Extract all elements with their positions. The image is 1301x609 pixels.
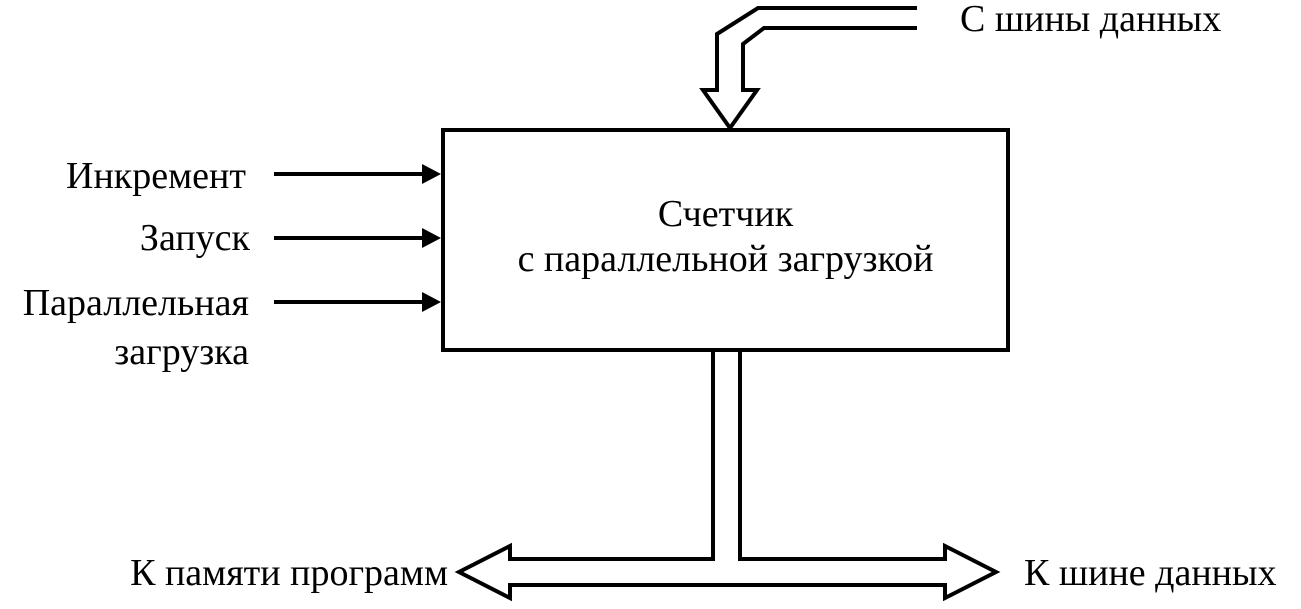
increment-arrow xyxy=(274,164,441,184)
data-bus-output-label: К шине данных xyxy=(1024,552,1277,594)
parallel-load-label-line1: Параллельная xyxy=(22,282,249,324)
block-title-line2: с параллельной загрузкой xyxy=(517,238,934,280)
increment-label: Инкремент xyxy=(66,155,246,197)
start-label: Запуск xyxy=(139,217,250,259)
data-bus-input-arrow xyxy=(699,6,917,132)
parallel-load-label-line2: загрузка xyxy=(114,331,249,373)
counter-block xyxy=(441,128,1010,352)
block-title-line1: Счетчик xyxy=(657,193,794,235)
data-bus-input-label: С шины данных xyxy=(960,0,1222,40)
program-memory-output-label: К памяти программ xyxy=(130,552,448,594)
output-bus-arrow xyxy=(454,352,1001,602)
start-arrow xyxy=(274,228,441,248)
parallel-load-arrow xyxy=(274,292,441,312)
